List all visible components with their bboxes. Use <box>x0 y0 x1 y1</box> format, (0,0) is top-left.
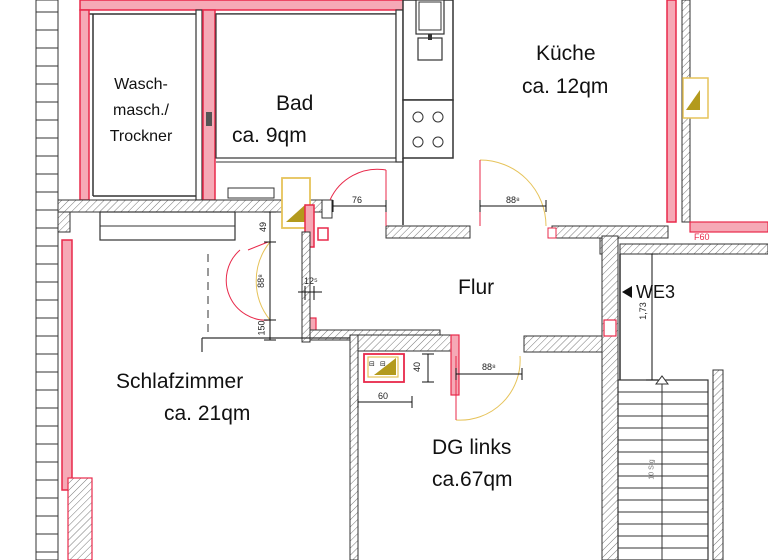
dg-links-room: ⊟ ⊟ <box>357 235 619 560</box>
room-area-bad: ca. 9qm <box>232 124 307 147</box>
left-exterior-strip <box>35 0 59 560</box>
kitchen-stove <box>402 99 454 159</box>
room-name-bad: Bad <box>276 92 314 115</box>
svg-text:⊟: ⊟ <box>380 360 386 368</box>
stair-label: 10 Stg <box>648 459 656 480</box>
top-wall <box>79 0 406 15</box>
room-area-dg-links: ca.67qm <box>432 468 513 491</box>
wasch-line-3: Trockner <box>109 128 173 145</box>
room-name-schlafzimmer: Schlafzimmer <box>116 370 244 393</box>
room-area-schlafzimmer: ca. 21qm <box>164 402 251 425</box>
dim-60: 60 <box>378 391 389 401</box>
dim-88-left: 88⁸ <box>255 274 266 288</box>
unit-label-we3: WE3 <box>636 282 676 302</box>
dim-88-bottom: 88⁸ <box>482 362 496 372</box>
door-kueche-1 <box>329 168 387 226</box>
room-name-kueche: Küche <box>536 42 596 65</box>
room-name-flur: Flur <box>458 276 495 299</box>
bad-room <box>202 9 404 201</box>
staircase <box>617 369 724 560</box>
dim-88-top: 88⁸ <box>506 195 520 205</box>
room-name-dg-links: DG links <box>432 436 512 459</box>
door-dg <box>455 355 521 421</box>
kitchen-sink <box>402 0 454 101</box>
door-schlafzimmer <box>225 241 271 321</box>
dim-12: 12⁵ <box>304 276 318 286</box>
kitchen-right-wall <box>666 0 768 233</box>
dim-40: 40 <box>412 361 423 373</box>
room-area-kueche: ca. 12qm <box>522 75 609 98</box>
label-f60: F60 <box>694 232 710 242</box>
door-kueche-2 <box>479 159 557 239</box>
dim-150: 150 <box>256 320 267 336</box>
room-label-wasch: Wasch- masch./ Trockner <box>100 72 182 150</box>
wasch-line-2: masch./ <box>112 102 169 119</box>
wasch-line-1: Wasch- <box>114 76 168 93</box>
svg-text:⊟: ⊟ <box>369 360 375 368</box>
we3-arrow <box>622 286 632 298</box>
dim-49: 49 <box>258 221 269 233</box>
dim-173: 1,73 <box>637 302 648 320</box>
flur-top-wall <box>57 199 768 380</box>
dimension-lines <box>264 200 658 408</box>
dim-76: 76 <box>352 195 363 205</box>
